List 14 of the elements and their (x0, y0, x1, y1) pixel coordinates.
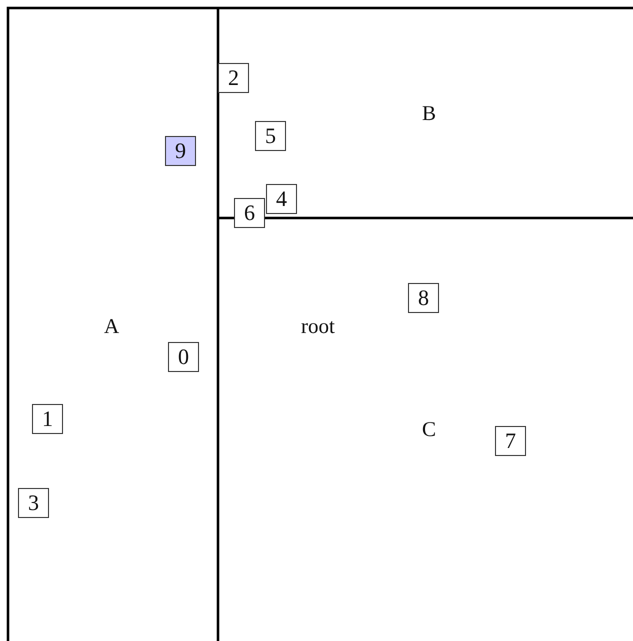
point-label: 0 (168, 342, 199, 372)
point-label: 7 (495, 426, 526, 456)
point-label: 2 (218, 63, 249, 93)
highlighted-point-label: 9 (165, 136, 196, 166)
region-label: root (301, 314, 335, 339)
point-label: 8 (408, 283, 439, 313)
point-label: 3 (18, 488, 49, 518)
region-label: C (422, 417, 436, 442)
point-label: 4 (266, 184, 297, 214)
region-label: B (422, 101, 436, 126)
region-label: A (104, 314, 120, 339)
point-label: 5 (255, 121, 286, 151)
point-label: 1 (32, 404, 63, 434)
point-label: 6 (234, 198, 265, 228)
